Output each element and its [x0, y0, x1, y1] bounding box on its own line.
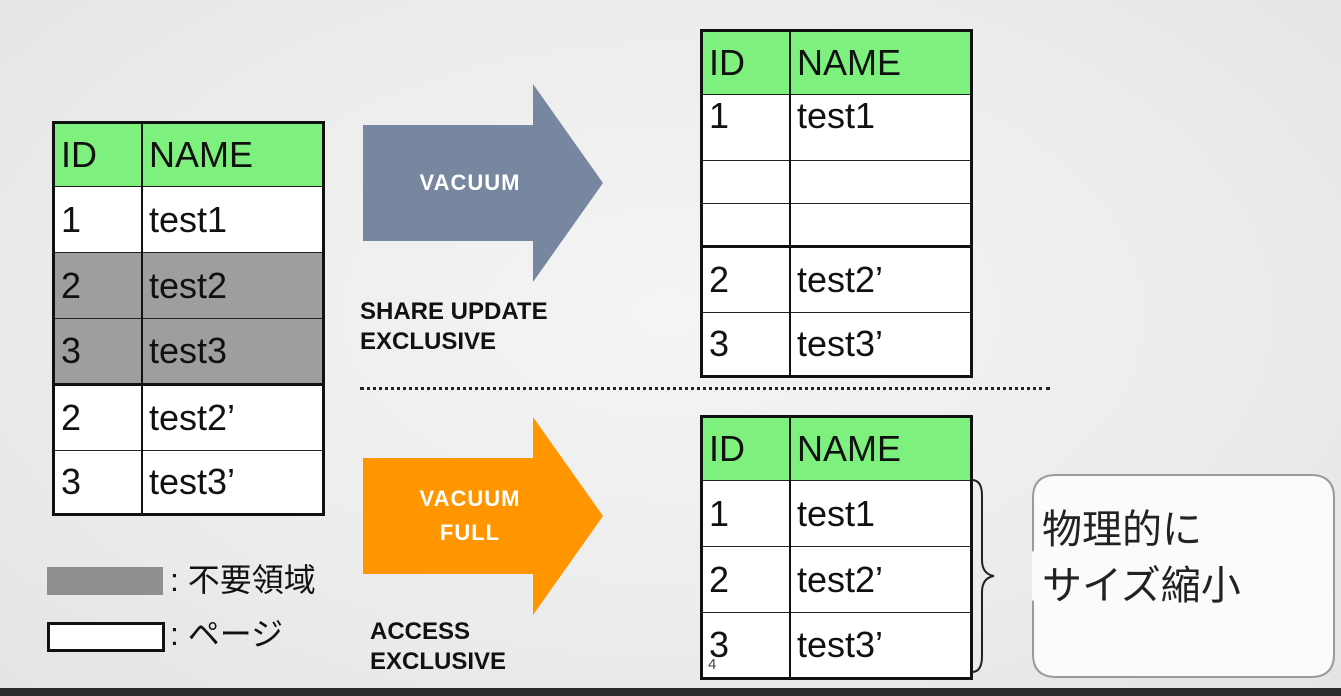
table-header-row: ID NAME: [701, 30, 972, 95]
row-id: 2: [701, 245, 791, 313]
vacuum-lock-line1: SHARE UPDATE: [360, 298, 548, 325]
vacuum-label: VACUUM: [380, 166, 560, 200]
row-name: test1: [141, 186, 324, 253]
row-id: 3: [701, 612, 791, 679]
bottom-bar: [0, 688, 1341, 696]
vacuum-result-table: ID NAME 1 test1 2 test2’ 3 test3’: [700, 29, 973, 378]
row-name: test3: [141, 318, 324, 385]
table-row-unused: 2 test2: [53, 252, 324, 319]
curly-brace: [971, 479, 995, 673]
header-name: NAME: [141, 122, 324, 187]
row-name: test1: [789, 480, 972, 547]
legend-unused-swatch: [47, 567, 163, 595]
row-name: test3’: [141, 450, 324, 515]
vacuum-full-label-line1: VACUUM: [419, 486, 521, 511]
row-id: 3: [53, 450, 143, 515]
table-row: 1 test1: [701, 94, 972, 161]
header-id: ID: [701, 416, 791, 481]
vacuum-full-result-table: ID NAME 1 test1 2 test2’ 3 test3’: [700, 415, 973, 680]
vacuum-label-text: VACUUM: [419, 170, 521, 195]
row-id: 3: [701, 312, 791, 377]
vacuum-lock-level: SHARE UPDATE EXCLUSIVE: [360, 297, 548, 357]
callout-text: 物理的に サイズ縮小: [1042, 502, 1322, 614]
source-table: ID NAME 1 test1 2 test2 3 test3 2 test2’…: [52, 121, 325, 516]
row-id: 1: [701, 480, 791, 547]
row-id: 1: [53, 186, 143, 253]
table-row: 3 test3’: [701, 612, 972, 679]
table-row: 2 test2’: [701, 546, 972, 613]
legend-page-label: : ページ: [170, 616, 284, 652]
row-name: [789, 203, 972, 247]
table-row-empty: [701, 203, 972, 247]
vacuum-full-label-line2: FULL: [439, 520, 501, 545]
vacuum-full-arrow: [363, 417, 603, 615]
vacuum-full-arrow-shape: [363, 417, 603, 615]
row-id: [701, 160, 791, 204]
table-row-empty: [701, 160, 972, 204]
callout-line1: 物理的に: [1042, 508, 1202, 552]
table-row: 2 test2’: [53, 383, 324, 451]
table-row: 2 test2’: [701, 245, 972, 313]
vacuum-full-lock-line2: EXCLUSIVE: [370, 648, 507, 675]
table-row: 1 test1: [53, 186, 324, 253]
row-name: test2’: [789, 546, 972, 613]
vacuum-arrow-shape: [363, 84, 603, 282]
table-row-unused: 3 test3: [53, 318, 324, 385]
table-row: 3 test3’: [53, 450, 324, 515]
vacuum-arrow: [363, 84, 603, 282]
row-id: 2: [701, 546, 791, 613]
callout-bubble: [1032, 474, 1335, 678]
vacuum-full-lock-line1: ACCESS: [370, 618, 471, 645]
header-name: NAME: [789, 30, 972, 95]
header-id: ID: [701, 30, 791, 95]
row-id: 2: [53, 383, 143, 451]
table-row: 1 test1: [701, 480, 972, 547]
row-name: [789, 160, 972, 204]
row-name: test2’: [789, 245, 972, 313]
vacuum-full-lock-level: ACCESS EXCLUSIVE: [370, 617, 506, 677]
row-id: [701, 203, 791, 247]
row-name: test3’: [789, 312, 972, 377]
callout-line2: サイズ縮小: [1042, 564, 1241, 608]
table-header-row: ID NAME: [53, 122, 324, 187]
table-row: 3 test3’: [701, 312, 972, 377]
row-name: test3’: [789, 612, 972, 679]
vacuum-full-label: VACUUM FULL: [380, 482, 560, 550]
dotted-divider: [360, 387, 1050, 390]
page-number: 4: [708, 656, 717, 673]
row-id: 1: [701, 94, 791, 161]
row-name: test2’: [141, 383, 324, 451]
header-id: ID: [53, 122, 143, 187]
header-name: NAME: [789, 416, 972, 481]
vacuum-lock-line2: EXCLUSIVE: [360, 328, 497, 355]
legend-unused-label: : 不要領域: [170, 562, 316, 598]
row-id: 3: [53, 318, 143, 385]
legend-page-swatch: [47, 622, 165, 652]
row-name: test2: [141, 252, 324, 319]
row-id: 2: [53, 252, 143, 319]
table-header-row: ID NAME: [701, 416, 972, 481]
row-name: test1: [789, 94, 972, 161]
